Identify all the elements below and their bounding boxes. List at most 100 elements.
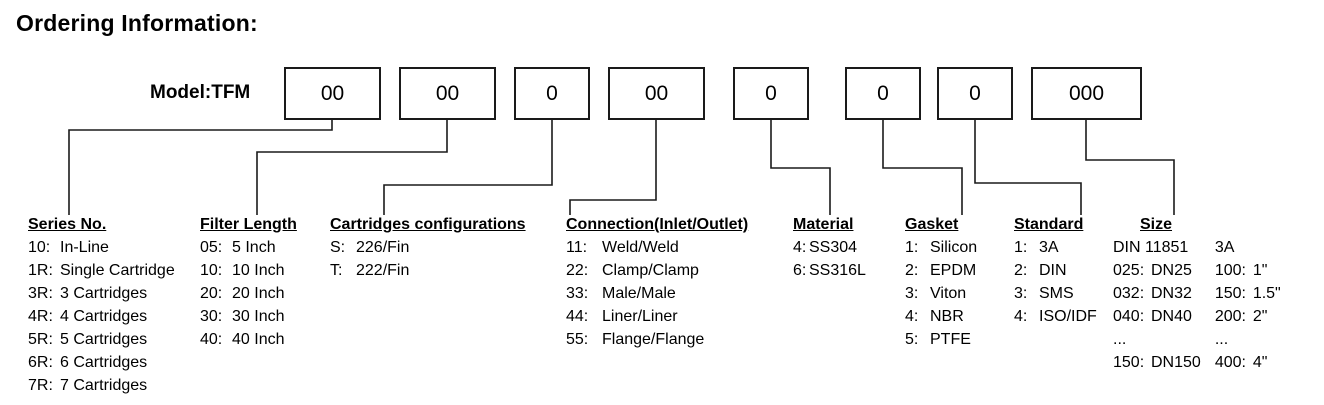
column-header: Filter Length <box>200 216 297 233</box>
column-header: Standard <box>1014 216 1084 233</box>
code-box-value: 00 <box>320 82 345 105</box>
option-row: 025:DN25 <box>1113 259 1201 282</box>
option-row: 4R: 4 Cartridges <box>28 305 175 328</box>
column-connection: Connection(Inlet/Outlet) 11:Weld/Weld 22… <box>566 216 748 351</box>
option-key: 4R: <box>28 308 53 325</box>
option-key: 4: <box>905 308 919 325</box>
option-key: 1: <box>905 239 919 256</box>
option-value: DN25 <box>1151 262 1192 279</box>
option-key: 100: <box>1214 262 1246 279</box>
option-key: 3: <box>1014 285 1028 302</box>
option-key: 150: <box>1214 285 1246 302</box>
option-value: 2" <box>1252 308 1268 325</box>
option-row: 200:2" <box>1215 305 1281 328</box>
option-row: 1R:Single Cartridge <box>28 259 175 282</box>
code-box-value: 0 <box>546 82 558 105</box>
code-box-value: 000 <box>1068 82 1105 105</box>
connector-cartridges-configurations <box>383 120 553 215</box>
connector-material <box>770 120 831 215</box>
option-row: 4:SS304 <box>793 236 866 259</box>
option-row: 10:10 Inch <box>200 259 297 282</box>
option-key: 032: <box>1113 285 1145 302</box>
option-key: S: <box>330 239 346 256</box>
option-value: Male/Male <box>602 285 676 302</box>
option-value: SMS <box>1039 285 1074 302</box>
option-value: 3A <box>1039 239 1059 256</box>
option-value: 1.5" <box>1252 285 1281 302</box>
code-box-size[interactable]: 000 <box>1031 67 1142 120</box>
option-value: In-Line <box>60 239 109 256</box>
option-row: 6:SS316L <box>793 259 866 282</box>
option-key: 30: <box>200 308 223 325</box>
option-value: 4 Cartridges <box>60 308 148 325</box>
connector-connection <box>569 120 657 215</box>
option-value: Silicon <box>930 239 978 256</box>
option-row: 30:30 Inch <box>200 305 297 328</box>
connector-filter-length <box>256 120 448 215</box>
size-group-title: DIN 11851 <box>1113 239 1189 256</box>
option-key: 6R: <box>28 354 53 371</box>
option-row: 3R:3 Cartridges <box>28 282 175 305</box>
option-value: Liner/Liner <box>602 308 678 325</box>
column-gasket: Gasket 1:Silicon 2:EPDM 3:Viton 4:NBR 5:… <box>905 216 977 351</box>
option-value: Clamp/Clamp <box>602 262 699 279</box>
option-key: 1: <box>1014 239 1028 256</box>
option-key: 4: <box>793 239 807 256</box>
option-row: 150:DN150 <box>1113 351 1201 374</box>
code-box-series-no[interactable]: 00 <box>284 67 381 120</box>
code-box-value: 00 <box>644 82 669 105</box>
model-prefix-label: Model:TFM <box>150 82 251 103</box>
code-box-cartridges-configurations[interactable]: 0 <box>514 67 590 120</box>
option-value: Weld/Weld <box>602 239 679 256</box>
code-box-value: 0 <box>765 82 777 105</box>
option-row: 032: DN32 <box>1113 282 1201 305</box>
option-value: DN32 <box>1151 285 1192 302</box>
option-key: 7R: <box>28 377 53 394</box>
connector-size <box>1085 120 1175 215</box>
option-row: 5:PTFE <box>905 328 977 351</box>
column-header: Size <box>1140 216 1173 233</box>
code-box-material[interactable]: 0 <box>733 67 809 120</box>
option-value: 5 Inch <box>232 239 276 256</box>
option-key: 33: <box>566 285 589 302</box>
column-filter-length: Filter Length 05:5 Inch 10:10 Inch 20:20… <box>200 216 297 351</box>
option-key: 10: <box>28 239 51 256</box>
option-key: 10: <box>200 262 223 279</box>
option-row: 2:DIN <box>1014 259 1097 282</box>
code-box-filter-length[interactable]: 00 <box>399 67 496 120</box>
option-row: 2:EPDM <box>905 259 977 282</box>
option-key: 1R: <box>28 262 53 279</box>
option-row: 6R:6 Cartridges <box>28 351 175 374</box>
connector-standard <box>974 120 1082 215</box>
option-value: ISO/IDF <box>1039 308 1097 325</box>
option-row: 44:Liner/Liner <box>566 305 748 328</box>
option-row: 5R:5 Cartridges <box>28 328 175 351</box>
code-box-connection[interactable]: 00 <box>608 67 705 120</box>
option-row: 3: SMS <box>1014 282 1097 305</box>
option-row-ellipsis: ... <box>1215 328 1281 351</box>
option-row: 11:Weld/Weld <box>566 236 748 259</box>
option-row: 4: NBR <box>905 305 977 328</box>
option-value: NBR <box>930 308 964 325</box>
option-row: 4: ISO/IDF <box>1014 305 1097 328</box>
option-value: DN40 <box>1151 308 1192 325</box>
option-row: 55:Flange/Flange <box>566 328 748 351</box>
option-row: 40: 40 Inch <box>200 328 297 351</box>
option-value: 40 Inch <box>232 331 285 348</box>
option-key: 040: <box>1113 308 1145 325</box>
code-box-gasket[interactable]: 0 <box>845 67 921 120</box>
option-key: ... <box>1214 331 1229 348</box>
page-title: Ordering Information: <box>16 10 258 36</box>
option-key: 4: <box>1014 308 1028 325</box>
option-value: DN150 <box>1151 354 1201 371</box>
option-row: T:222/Fin <box>330 259 526 282</box>
option-row: S:226/Fin <box>330 236 526 259</box>
option-key: 2: <box>905 262 919 279</box>
column-header: Connection(Inlet/Outlet) <box>566 216 749 233</box>
column-header: Series No. <box>28 216 107 233</box>
option-value: SS304 <box>809 239 858 256</box>
option-key: 6: <box>793 262 807 279</box>
code-box-standard[interactable]: 0 <box>937 67 1013 120</box>
option-key: 40: <box>200 331 223 348</box>
